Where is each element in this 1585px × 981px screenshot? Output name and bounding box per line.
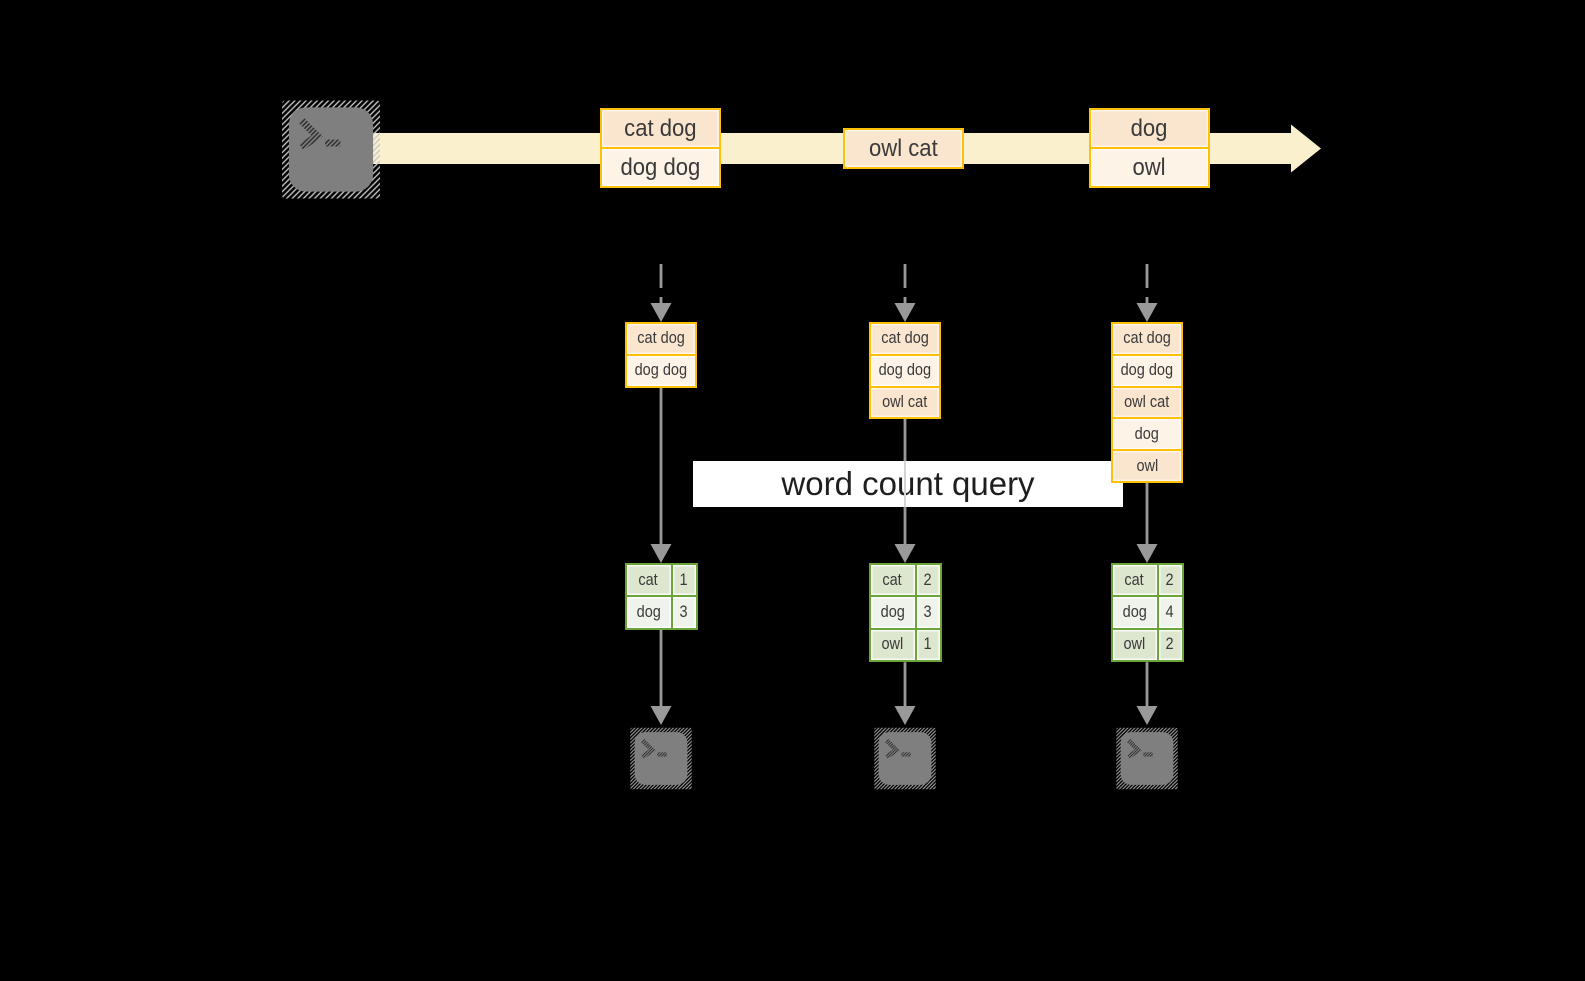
terminal-icon-source [281,100,381,199]
result-cell: dog [626,597,671,628]
stream-record-box: owl cat [843,128,964,169]
result-cell: 2 [1158,565,1182,596]
result-cell: 1 [672,565,696,596]
result-cell: 2 [1158,629,1182,661]
result-cell: owl [1112,629,1157,661]
result-text: 2 [1165,635,1175,654]
result-text: owl [1123,635,1146,654]
record-text: dog dog [878,361,932,380]
record-text: cat dog [637,329,685,348]
terminal-chevron-icon [1126,738,1142,759]
record-cell: cat dog [1113,324,1181,354]
stream-to-table-arrowhead [894,303,916,322]
result-cell: 2 [916,565,940,596]
stream-record-box: dog owl [1089,108,1210,188]
result-cell: 1 [916,629,940,661]
result-cell: cat [870,565,915,596]
record-cell: dog dog [871,353,939,386]
result-table: cat 2 dog 4 owl 2 [1110,563,1184,663]
result-text: 4 [1165,603,1175,622]
record-cell: dog dog [627,353,695,386]
result-text: cat [638,570,659,589]
record-text: owl [1132,153,1167,181]
result-cell: cat [626,565,671,596]
result-cell: 4 [1158,597,1182,628]
record-text: owl cat [882,392,928,411]
result-cell: cat [1112,565,1157,596]
record-cell: owl cat [871,385,939,418]
record-text: cat dog [624,114,697,142]
record-text: owl cat [869,134,938,162]
result-table: cat 1 dog 3 [624,563,698,630]
result-text: 3 [679,603,689,622]
result-text: 3 [923,603,933,622]
terminal-screen [288,107,374,192]
result-text: cat [882,570,903,589]
result-cell: 3 [672,597,696,628]
result-text: 1 [923,635,933,654]
record-text: owl [1136,456,1158,475]
result-cell: 3 [916,597,940,628]
record-cell: cat dog [602,110,719,147]
record-cell: owl cat [845,130,962,167]
query-band: word count query [693,461,1123,507]
record-cell: dog [1113,417,1181,450]
terminal-screen [878,732,932,785]
record-cell: dog [1091,110,1208,147]
terminal-screen [634,732,688,785]
result-to-output-arrowhead [894,706,916,725]
query-band-label: word count query [781,465,1035,502]
terminal-chevron-icon [298,117,323,151]
result-text: dog [1122,603,1147,622]
result-text: 1 [679,570,689,589]
terminal-icon-output [874,727,936,790]
result-text: dog [636,603,661,622]
record-text: dog [1134,424,1160,443]
record-cell: dog dog [1113,353,1181,386]
result-table: cat 2 dog 3 owl 1 [868,563,942,663]
result-cell: dog [870,597,915,628]
result-cell: dog [1112,597,1157,628]
table-to-result-arrowhead [1136,544,1158,563]
result-text: dog [880,603,905,622]
table-snapshot-box: cat dog dog dog owl cat dog owl [1111,322,1183,483]
table-to-result-arrowhead [894,544,916,563]
record-cell: owl cat [1113,385,1181,418]
record-text: cat dog [881,329,929,348]
terminal-icon-output [630,727,692,790]
result-to-output-arrowhead [1136,706,1158,725]
result-text: cat [1124,570,1145,589]
record-cell: dog dog [602,147,719,186]
result-text: 2 [923,570,933,589]
table-to-result-arrowhead [650,544,672,563]
stream-record-box: cat dog dog dog [600,108,721,188]
stream-arrowhead [1291,124,1321,173]
record-text: dog dog [634,361,688,380]
table-snapshot-box: cat dog dog dog owl cat [869,322,941,420]
terminal-icon-output [1116,727,1178,790]
record-text: cat dog [1123,329,1171,348]
stream-line-over-band [903,461,907,507]
result-to-output-arrowhead [650,706,672,725]
table-snapshot-box: cat dog dog dog [625,322,697,388]
result-text: 2 [1165,570,1175,589]
record-cell: cat dog [627,324,695,354]
stream-to-table-arrowhead [650,303,672,322]
terminal-chevron-icon [884,738,900,759]
result-text: owl [881,635,904,654]
record-text: dog [1131,114,1168,142]
record-cell: cat dog [871,324,939,354]
record-cell: owl [1113,449,1181,481]
record-cell: owl [1091,147,1208,186]
record-text: owl cat [1124,392,1170,411]
result-cell: owl [870,629,915,661]
stream-to-table-arrowhead [1136,303,1158,322]
terminal-chevron-icon [640,738,656,759]
record-text: dog dog [1120,361,1174,380]
record-text: dog dog [620,153,701,181]
